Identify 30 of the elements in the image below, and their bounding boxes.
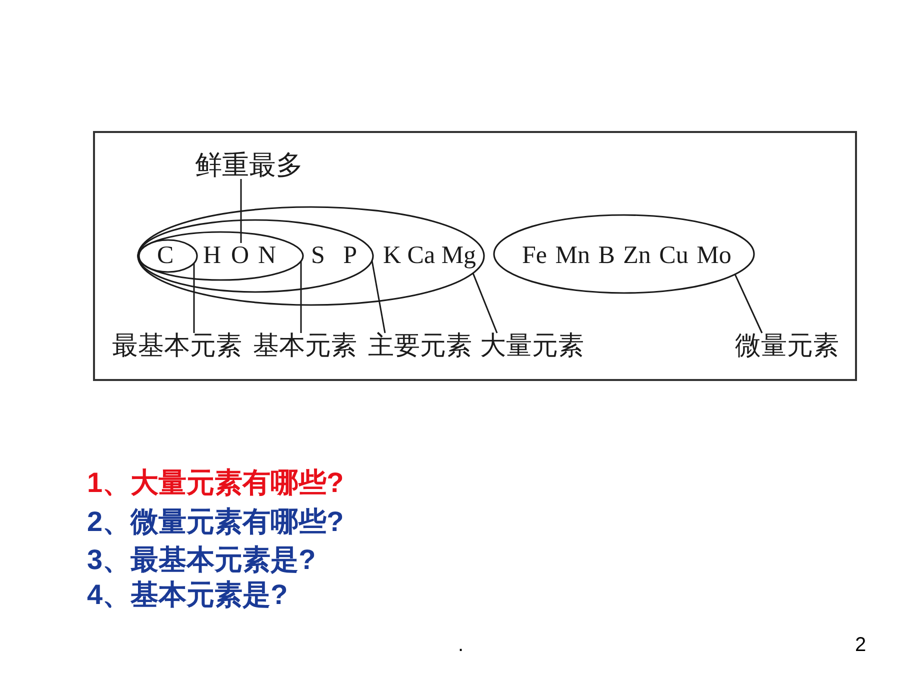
question-text: 3、最基本元素是? <box>87 545 316 575</box>
element-symbols: N <box>258 243 276 268</box>
element-symbols: H <box>203 243 222 268</box>
category-label: 最基本元素 <box>112 333 242 359</box>
question-text: 2、微量元素有哪些? <box>87 507 344 537</box>
category-label: 主要元素 <box>368 333 472 359</box>
leader-line <box>734 274 763 334</box>
grouping-ellipse <box>137 219 374 293</box>
grouping-ellipse <box>137 231 304 281</box>
leader-line <box>300 261 302 333</box>
element-symbols: C <box>157 243 174 268</box>
element-symbols: S P <box>311 243 358 268</box>
page-number: 2 <box>855 634 866 656</box>
grouping-ellipse <box>493 214 755 294</box>
element-symbol: O <box>231 243 250 268</box>
grouping-ellipse <box>138 239 198 273</box>
grouping-ellipse <box>137 206 485 306</box>
element-symbols: K Ca Mg <box>383 243 476 268</box>
question-text: 1、大量元素有哪些? <box>87 468 344 498</box>
category-label: 微量元素 <box>735 333 839 359</box>
leader-line <box>193 263 195 333</box>
leader-line <box>371 260 386 334</box>
leader-line <box>240 179 242 243</box>
category-label: 基本元素 <box>253 333 357 359</box>
element-symbols: Fe Mn B Zn Cu Mo <box>522 243 732 268</box>
page-dot: . <box>458 634 464 656</box>
callout-label: 鲜重最多 <box>195 152 303 179</box>
leader-line <box>472 272 498 334</box>
category-label: 大量元素 <box>480 333 584 359</box>
question-text: 4、基本元素是? <box>87 580 288 610</box>
